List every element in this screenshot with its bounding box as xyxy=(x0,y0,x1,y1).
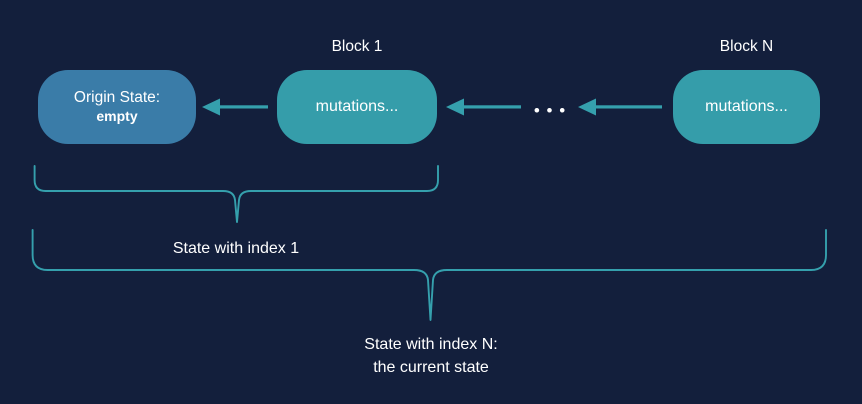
block-1-body-label: mutations... xyxy=(315,98,399,116)
arrow-block1-to-origin-icon xyxy=(202,96,268,118)
node-block-n: mutations... xyxy=(673,70,820,144)
brace-state-index-n xyxy=(31,229,828,322)
ellipsis-label: • • • xyxy=(533,101,567,120)
caption-state-index-n: State with index N: the current state xyxy=(231,333,631,379)
caption-state-index-1: State with index 1 xyxy=(172,240,300,257)
caption-state-index-n-line2: the current state xyxy=(373,359,489,377)
origin-state-label-line2: empty xyxy=(96,107,138,124)
origin-state-label-line1: Origin State: xyxy=(73,89,161,106)
arrow-middle-to-block1-icon xyxy=(446,96,521,118)
brace-state-index-1 xyxy=(33,165,439,224)
arrow-blockn-to-middle-icon xyxy=(578,96,662,118)
caption-state-index-n-line1: State with index N: xyxy=(364,336,498,353)
block-n-body-label: mutations... xyxy=(705,98,788,116)
node-block-1: mutations... xyxy=(277,70,437,144)
block-n-caption: Block N xyxy=(719,38,774,55)
node-origin-state: Origin State: empty xyxy=(38,70,196,144)
block-1-caption: Block 1 xyxy=(331,38,383,55)
